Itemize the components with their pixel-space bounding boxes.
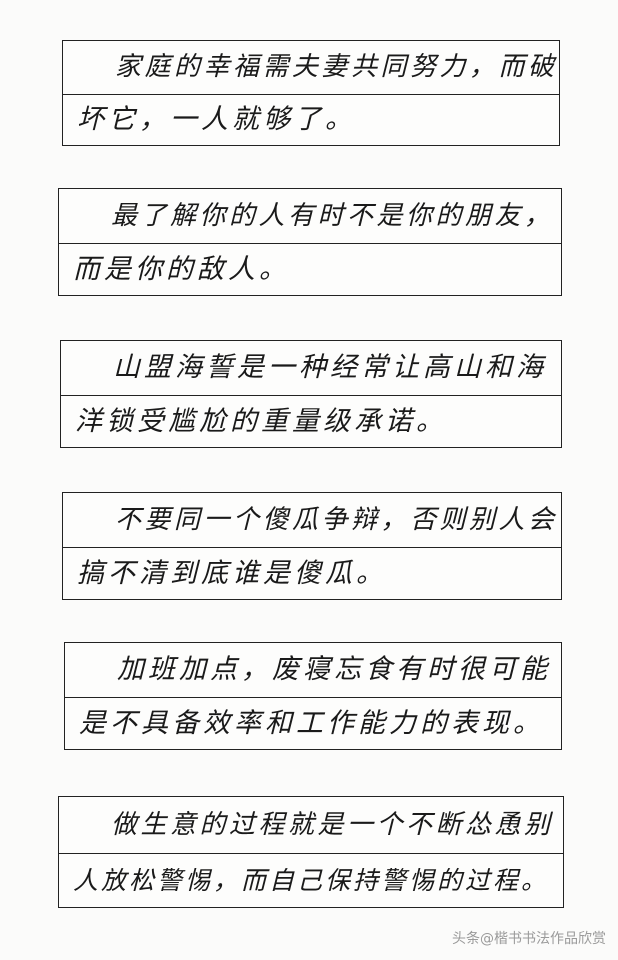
sentence-1-line-2: 坏它，一人就够了。	[63, 94, 559, 147]
box-6: 做生意的过程就是一个不断怂恿别 人放松警惕，而自己保持警惕的过程。	[58, 796, 564, 908]
sentence-6-line-2: 人放松警惕，而自己保持警惕的过程。	[59, 853, 563, 909]
sentence-5-line-2: 是不具备效率和工作能力的表现。	[65, 697, 561, 751]
sentence-6-line-1: 做生意的过程就是一个不断怂恿别	[111, 810, 554, 840]
box-3: 山盟海誓是一种经常让高山和海 洋锁受尴尬的重量级承诺。	[60, 340, 562, 448]
sentence-2-line-1: 最了解你的人有时不是你的朋友，	[111, 201, 554, 231]
box-4: 不要同一个傻瓜争辩，否则别人会 搞不清到底谁是傻瓜。	[62, 492, 562, 600]
sentence-4-line-1: 不要同一个傻瓜争辩，否则别人会	[115, 505, 558, 535]
box-5: 加班加点，废寝忘食有时很可能 是不具备效率和工作能力的表现。	[64, 642, 562, 750]
watermark-credit: 头条@楷书书法作品欣赏	[452, 931, 606, 947]
sentence-3-line-2: 洋锁受尴尬的重量级承诺。	[61, 395, 561, 449]
sentence-5-line-1: 加班加点，废寝忘食有时很可能	[117, 654, 551, 685]
box-2: 最了解你的人有时不是你的朋友， 而是你的敌人。	[58, 188, 562, 296]
sentence-1-line-1: 家庭的幸福需夫妻共同努力，而破	[115, 52, 558, 82]
sentence-4-line-2: 搞不清到底谁是傻瓜。	[63, 547, 561, 601]
sentence-3-line-1: 山盟海誓是一种经常让高山和海	[113, 352, 547, 383]
box-1: 家庭的幸福需夫妻共同努力，而破 坏它，一人就够了。	[62, 40, 560, 146]
sentence-2-line-2: 而是你的敌人。	[59, 243, 561, 297]
